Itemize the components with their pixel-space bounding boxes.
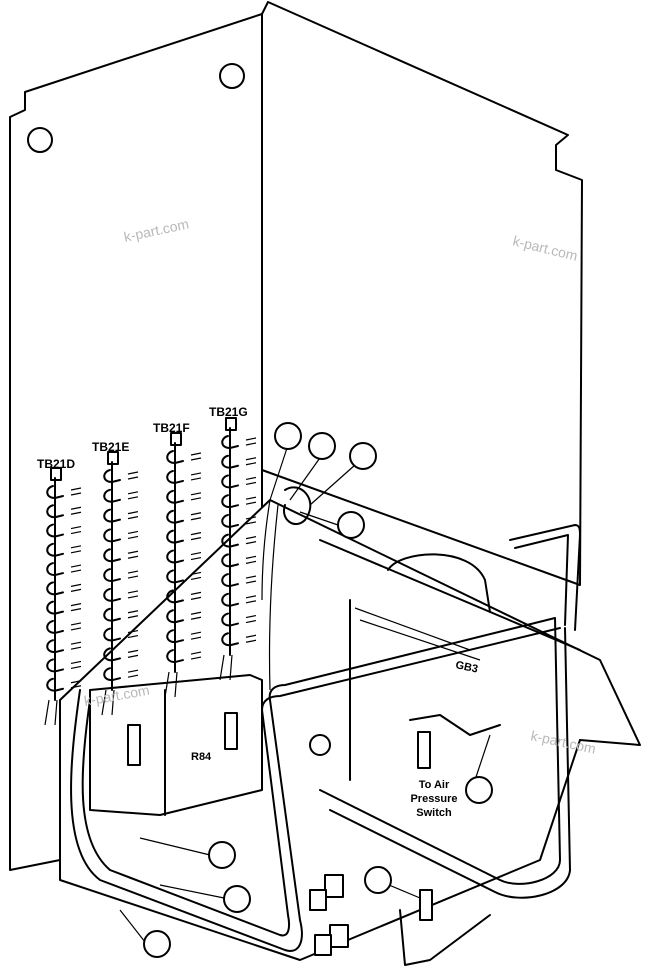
tb21f-label: TB21F: [153, 421, 190, 435]
harness-air-lead: [409, 714, 501, 736]
harness-top-hook: [509, 524, 581, 631]
mounting-hole-left: [27, 127, 53, 153]
air-switch-connector: [417, 731, 431, 769]
plug-4: [314, 934, 332, 956]
wire-coil: [309, 734, 331, 756]
terminal-strip-tb21e: [101, 451, 139, 716]
shelf-edge: [319, 539, 581, 651]
terminal-strip-tb21g: [219, 417, 257, 681]
connector-right: [224, 712, 238, 750]
callout-3: [349, 442, 377, 470]
callout-8: [364, 866, 392, 894]
upper-wire-bundle: [261, 499, 279, 691]
callouts: [119, 422, 493, 958]
callout-4: [337, 511, 365, 539]
callout-7: [223, 885, 251, 913]
harness-top-hook-2: [514, 534, 569, 626]
note-line-3: Switch: [416, 807, 452, 819]
mounting-hole-top: [219, 63, 245, 89]
note-line-2: Pressure: [410, 793, 457, 805]
harness-right-down-2: [329, 627, 571, 899]
callout-9: [143, 930, 171, 958]
callout-6: [208, 841, 236, 869]
terminal-strip-tb21f: [164, 432, 202, 698]
tb21e-label: TB21E: [92, 440, 129, 454]
terminal-strips: [44, 417, 257, 726]
connector-left: [127, 724, 141, 766]
r84-label: R84: [191, 751, 212, 763]
side-panel: [261, 1, 583, 586]
tb21g-label: TB21G: [209, 405, 248, 419]
plug-3: [329, 924, 349, 948]
callout-1: [274, 422, 302, 450]
tb21d-label: TB21D: [37, 457, 75, 471]
gb3-label: GB3: [454, 659, 479, 675]
callout-5: [465, 776, 493, 804]
r84-block: [89, 674, 263, 816]
callout-2: [308, 432, 336, 460]
harness-right-down: [319, 617, 561, 885]
harness-loop-main: [70, 617, 556, 952]
harness-loop-inner: [81, 627, 561, 937]
bottom-connector: [419, 889, 433, 921]
plug-2: [309, 889, 327, 911]
terminal-strip-tb21d: [44, 467, 82, 726]
plug-1: [324, 874, 344, 898]
harness-arc: [387, 553, 491, 613]
note-line-1: To Air: [419, 779, 450, 791]
harness-bottom-lead: [399, 909, 491, 966]
